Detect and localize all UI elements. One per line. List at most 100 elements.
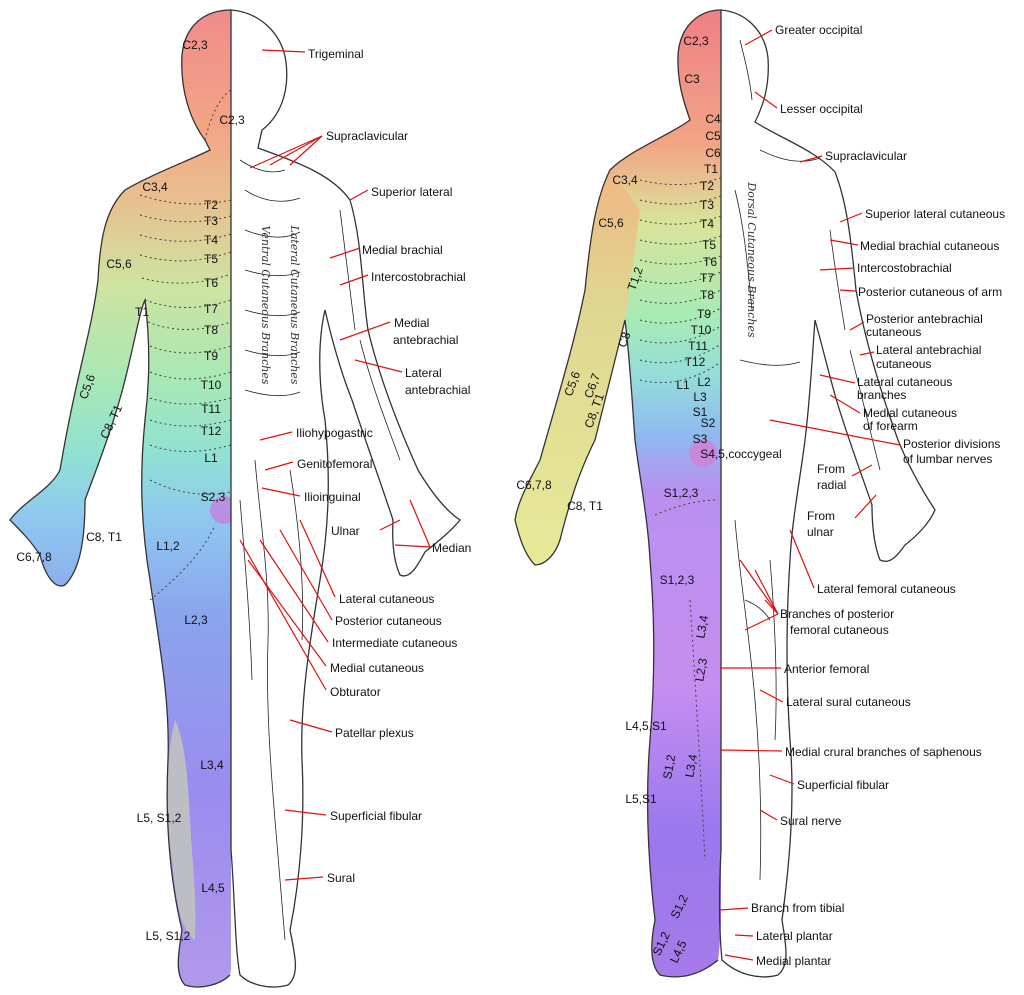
anterior-nerve-branches (239, 159, 401, 941)
nerve-label: Lateral sural cutaneous (786, 695, 911, 709)
dermatome-label: C3,4 (142, 180, 168, 194)
nerve-label: Intermediate cutaneous (332, 636, 457, 650)
dermatome-label: S1,2,3 (660, 573, 695, 587)
nerve-label: Lateral cutaneous (857, 375, 952, 389)
nerve-label: Ulnar (331, 524, 360, 538)
dermatome-label: T5 (204, 252, 218, 266)
nerve-label: ulnar (807, 525, 834, 539)
nerve-label: From (807, 509, 835, 523)
dermatome-label: T11 (688, 339, 708, 353)
dermatome-label: C6,7,8 (516, 478, 552, 492)
anterior-genital-zone (210, 496, 231, 524)
dermatome-label: C8 (615, 330, 634, 350)
nerve-label: Lateral (405, 366, 442, 380)
nerve-label: Lesser occipital (780, 102, 863, 116)
anterior-lower-leg-grey (167, 720, 196, 940)
nerve-label: Iliohypogastric (296, 426, 373, 440)
anterior-leader-lines (239, 49, 431, 881)
dermatome-label: L4,5,S1 (625, 719, 667, 733)
dermatome-label: C8, T1 (86, 530, 122, 544)
nerve-label: Lateral antebrachial (876, 343, 981, 357)
dermatome-label: T2 (700, 179, 714, 193)
anterior-left-outline (9, 9, 232, 988)
nerve-label: antebrachial (393, 333, 458, 347)
posterior-arm-color (515, 170, 640, 565)
nerve-label: Supraclavicular (825, 149, 907, 163)
anterior-dermatome-boundaries (139, 89, 231, 601)
dermatome-label: T6 (703, 255, 717, 269)
nerve-label: Median (432, 541, 471, 555)
posterior-vertical-labels: Dorsal Cutaneous Branches (745, 181, 758, 338)
dermatome-label: T10 (691, 323, 712, 337)
anterior-dermatome-labels: C2,3C2,3C3,4T2T3T4T5T6C5,6T7T1T8T9T10T11… (16, 38, 245, 943)
nerve-label: Posterior antebrachial (866, 312, 983, 326)
dermatome-label: T12 (201, 424, 222, 438)
dermatome-label: L5,S1 (625, 792, 657, 806)
dermatome-label: L5, S1,2 (146, 929, 191, 943)
dermatome-label: C2,3 (182, 38, 208, 52)
nerve-label: radial (817, 478, 846, 492)
dermatome-label: L1,2 (156, 539, 180, 553)
nerve-label: Sural nerve (780, 814, 842, 828)
dermatome-label: T3 (700, 198, 714, 212)
nerve-label: cutaneous (876, 357, 931, 371)
nerve-label: Superior lateral (371, 185, 452, 199)
dermatome-label: L3 (693, 390, 707, 404)
dermatome-label: S3 (693, 432, 708, 446)
dermatome-label: C4 (705, 112, 721, 126)
nerve-label: femoral cutaneous (790, 623, 889, 637)
dermatome-label: L2 (697, 375, 711, 389)
nerve-label: Medial (394, 316, 429, 330)
nerve-label: of forearm (863, 419, 918, 433)
dermatome-label: C2,3 (683, 34, 709, 48)
nerve-label: Superficial fibular (797, 778, 889, 792)
nerve-label: Lateral plantar (756, 929, 833, 943)
nerve-label: Medial crural branches of saphenous (785, 745, 982, 759)
dermatome-label: C5 (705, 129, 721, 143)
dermatome-label: L1 (204, 451, 218, 465)
dermatome-label: L1 (676, 378, 690, 392)
nerve-label: Medial cutaneous (863, 406, 957, 420)
dermatome-label: S1 (693, 405, 708, 419)
dermatome-label: T1 (135, 305, 149, 319)
dermatome-label: T4 (204, 233, 218, 247)
anterior-figure: C2,3C2,3C3,4T2T3T4T5T6C5,6T7T1T8T9T10T11… (9, 9, 471, 988)
dermatome-label: T2 (204, 198, 218, 212)
nerve-label: Obturator (330, 685, 381, 699)
dermatome-label: T12 (685, 355, 706, 369)
nerve-label: Posterior cutaneous (335, 614, 442, 628)
dermatome-label: C6,7,8 (16, 550, 52, 564)
dermatome-label: L4,5 (201, 881, 225, 895)
nerve-label: cutaneous (866, 325, 921, 339)
dermatome-label: C3 (684, 72, 700, 86)
nerve-label: Branch from tibial (751, 901, 844, 915)
dermatome-label: S1,2,3 (664, 486, 699, 500)
dermatome-label: L3,4 (693, 614, 711, 640)
dermatome-label: C8, T1 (567, 499, 603, 513)
dermatome-label: T8 (204, 323, 218, 337)
dermatome-label: T9 (204, 349, 218, 363)
nerve-label: Intercostobrachial (371, 270, 466, 284)
dermatome-label: T7 (204, 302, 218, 316)
nerve-label: Medial cutaneous (330, 661, 424, 675)
dermatome-label: T4 (700, 217, 714, 231)
dermatome-label: T7 (700, 271, 714, 285)
posterior-left-outline (514, 9, 722, 978)
dermatome-label: T11 (201, 402, 221, 416)
nerve-label: Branches of posterior (780, 607, 894, 621)
dermatome-label: L5, S1,2 (137, 811, 182, 825)
nerve-label: Posterior divisions (903, 437, 1000, 451)
dermatome-label: S4,5,coccygeal (700, 447, 781, 461)
dermatome-label: L2,3 (692, 657, 710, 683)
dermatome-label: C3,4 (612, 173, 638, 187)
posterior-sacral-zone (689, 439, 717, 467)
posterior-leader-lines (719, 29, 901, 961)
branch-column-label: Lateral Cutaneous Branches (288, 225, 301, 385)
dermatome-label: T3 (204, 214, 218, 228)
dermatome-label: S2,3 (201, 490, 226, 504)
dermatome-label: S1,2 (660, 753, 678, 780)
